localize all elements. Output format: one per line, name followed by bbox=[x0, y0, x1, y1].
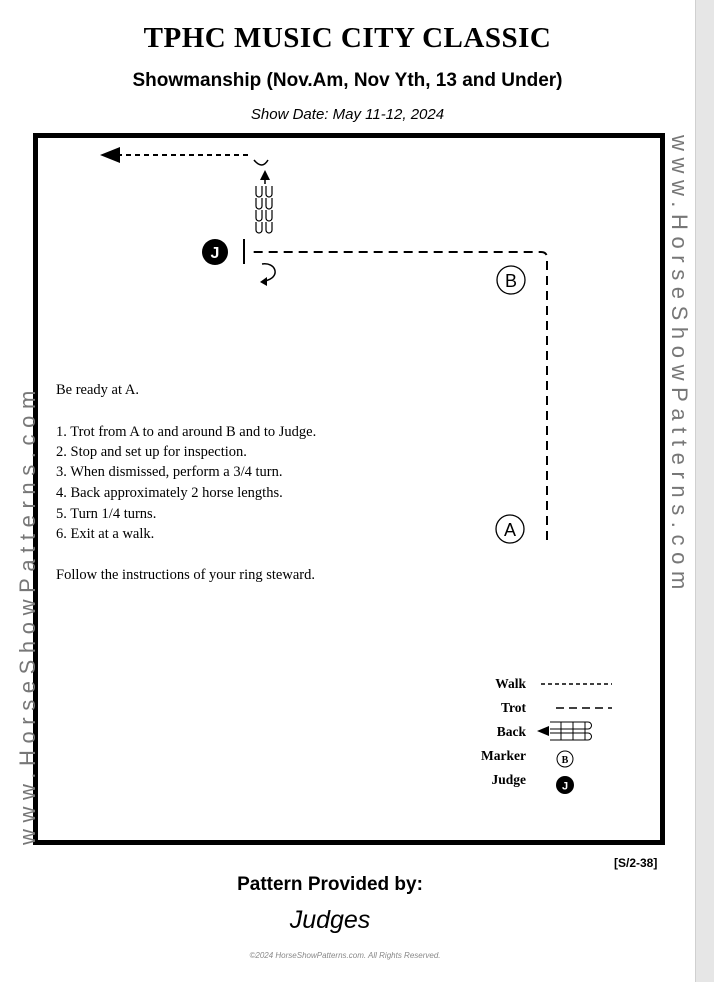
turn-arc bbox=[261, 263, 276, 283]
legend-marker-symbol: B bbox=[562, 755, 569, 766]
show-title: TPHC MUSIC CITY CLASSIC bbox=[143, 22, 552, 54]
pattern-page: TPHC MUSIC CITY CLASSIC Showmanship (Nov… bbox=[0, 0, 695, 982]
show-date: Show Date: May 11-12, 2024 bbox=[250, 106, 445, 123]
walk-arrowhead bbox=[100, 147, 120, 163]
trot-path bbox=[248, 251, 548, 540]
legend-walk-label: Walk bbox=[495, 676, 526, 691]
instructions-footer: Follow the instructions of your ring ste… bbox=[56, 567, 315, 583]
legend-back-arrowhead bbox=[537, 726, 549, 736]
legend-back-label: Back bbox=[496, 724, 526, 739]
instruction-step: 4. Back approximately 2 horse lengths. bbox=[56, 485, 283, 501]
marker-a-circle bbox=[495, 514, 525, 544]
judge-marker-label: J bbox=[211, 245, 220, 262]
judge-icon bbox=[202, 239, 228, 265]
instructions-intro: Be ready at A. bbox=[56, 382, 139, 398]
legend-judge-symbol: J bbox=[562, 781, 568, 793]
copyright-notice: ©2024 HorseShowPatterns.com. All Rights … bbox=[249, 951, 441, 960]
arena-frame bbox=[33, 133, 665, 845]
provider-name: Judges bbox=[289, 906, 371, 934]
instruction-step: 6. Exit at a walk. bbox=[56, 526, 155, 542]
provided-by-heading: Pattern Provided by: bbox=[237, 874, 423, 895]
legend-marker-label: Marker bbox=[481, 748, 526, 763]
instruction-step: 3. When dismissed, perform a 3/4 turn. bbox=[56, 464, 283, 480]
class-subtitle: Showmanship (Nov.Am, Nov Yth, 13 and Und… bbox=[132, 70, 563, 91]
legend-back-marks bbox=[550, 721, 592, 741]
instruction-step: 5. Turn 1/4 turns. bbox=[56, 506, 157, 522]
marker-b-label: B bbox=[505, 271, 517, 291]
marker-b-circle bbox=[496, 265, 526, 295]
turn-arc-arrowhead bbox=[260, 277, 267, 286]
pattern-code: [S/2-38] bbox=[614, 856, 658, 870]
instruction-step: 2. Stop and set up for inspection. bbox=[56, 444, 247, 460]
back-arrow-head bbox=[260, 170, 270, 180]
legend-judge-label: Judge bbox=[491, 772, 526, 787]
legend-judge-icon bbox=[556, 776, 574, 794]
marker-a-label: A bbox=[504, 520, 516, 540]
quarter-turn bbox=[253, 159, 269, 166]
scrollbar[interactable] bbox=[695, 0, 714, 982]
pattern-diagram: J B A B J bbox=[100, 147, 612, 794]
legend-marker-circle bbox=[556, 750, 574, 768]
instruction-step: 1. Trot from A to and around B and to Ju… bbox=[56, 424, 317, 440]
back-marks bbox=[255, 186, 273, 234]
legend-trot-label: Trot bbox=[501, 700, 526, 715]
